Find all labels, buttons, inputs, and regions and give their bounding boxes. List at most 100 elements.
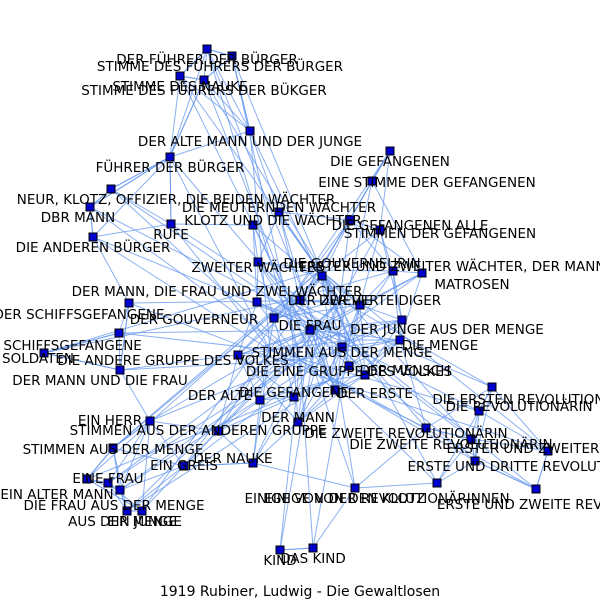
node-label: DIE ZWEITE REVOLUTIONÄRIN [349,435,552,453]
edge [470,438,549,452]
graph-node [269,313,279,323]
node-label: DIE ERSTEN REVOLUTIONÄRE [432,390,600,408]
edge [257,261,323,277]
edge [86,447,114,480]
graph-node [466,434,476,444]
node-label: AUS DER MENGE [68,514,182,530]
edge [289,229,381,301]
edge [297,329,311,423]
edge [118,332,271,351]
figure-title: 1919 Rubiner, Ludwig - Die Gewaltlosen [160,584,440,600]
edge [349,219,381,231]
node-label: DIE SCHIFFSGEFANGENE [0,338,142,354]
node-label: DIE GOUVERNEURIN [283,256,420,272]
node-label: DIE ANDEREN BÜRGER [16,238,171,256]
node-label: STIMMEN AUS DER MENGE [252,345,433,361]
graph-node [179,461,189,471]
edge [256,301,311,331]
edge [237,354,261,401]
node-label: EIN JUNGE [107,514,177,530]
node-label: SOLDATEN [2,351,74,367]
graph-node [432,478,442,488]
edge [319,269,438,484]
graph-node [252,297,262,307]
edge [231,55,301,361]
edge [349,339,537,490]
graph-node [166,219,176,229]
edge [399,272,423,341]
graph-node [39,348,49,358]
edge [183,462,254,467]
edge [126,379,331,512]
graph-node [289,392,299,402]
edge [309,304,361,331]
edge [278,211,301,301]
node-label: DAS KIND [280,551,346,567]
edge [349,219,394,272]
edge [299,359,537,490]
edge [118,332,121,371]
edge [273,317,295,398]
graph-node [88,232,98,242]
edge [169,48,208,158]
edge [217,354,239,432]
edge [252,462,356,489]
edge [299,299,361,306]
node-label: EINE STIMME DER GEFANGENEN [318,175,536,191]
edge [289,299,356,489]
graph-node [245,126,255,136]
edge [126,465,185,512]
edge [141,299,341,512]
node-label: EINE FRAU [72,471,143,487]
edge [334,304,361,391]
edge [474,460,537,490]
node-label: DER FÜHRER DER BÜRGER [116,50,297,68]
edge [297,346,343,423]
edge [349,180,373,221]
node-label: DER ALTE [188,388,252,404]
edge [118,329,319,334]
edge [257,261,301,301]
node-label: DER ZWEITE [288,293,372,309]
edge [279,547,314,551]
graph-node [202,44,212,54]
edge [364,339,401,376]
edge [319,269,472,440]
edge [321,219,351,277]
node-label: DER MANN UND DIE FRAU [12,373,188,389]
graph-node [165,152,175,162]
edge [425,386,493,429]
edge [329,379,438,484]
edge [399,339,427,429]
graph-node [274,207,284,217]
edge [217,399,261,432]
edge [141,299,291,512]
node-label: ZWEITER WÄCHTER [192,258,325,276]
node-label: KIND [263,553,296,569]
node-label: DIE GEFANGENEN [330,154,450,170]
edge [321,275,361,306]
graph-node [474,406,484,416]
edge [257,261,275,319]
node-label: NEUR, KLOTZ, OFFIZIER, DIE BEIDEN WÄCHTE… [17,190,336,208]
edge [206,48,251,132]
graph-node [108,443,118,453]
edge [169,156,172,225]
edge [341,304,361,348]
edge [329,379,549,452]
edge [392,270,401,341]
edge [312,487,356,549]
edge [348,339,401,367]
edge [279,359,301,551]
edge [371,150,391,182]
node-label: DER VERTEIDIGER [319,293,441,309]
edge [119,369,151,422]
graph-node [421,423,431,433]
graph-node [82,474,92,484]
edge [128,302,331,381]
edge [206,48,319,331]
edge [474,410,480,462]
edge [436,460,476,484]
edge [359,229,381,306]
